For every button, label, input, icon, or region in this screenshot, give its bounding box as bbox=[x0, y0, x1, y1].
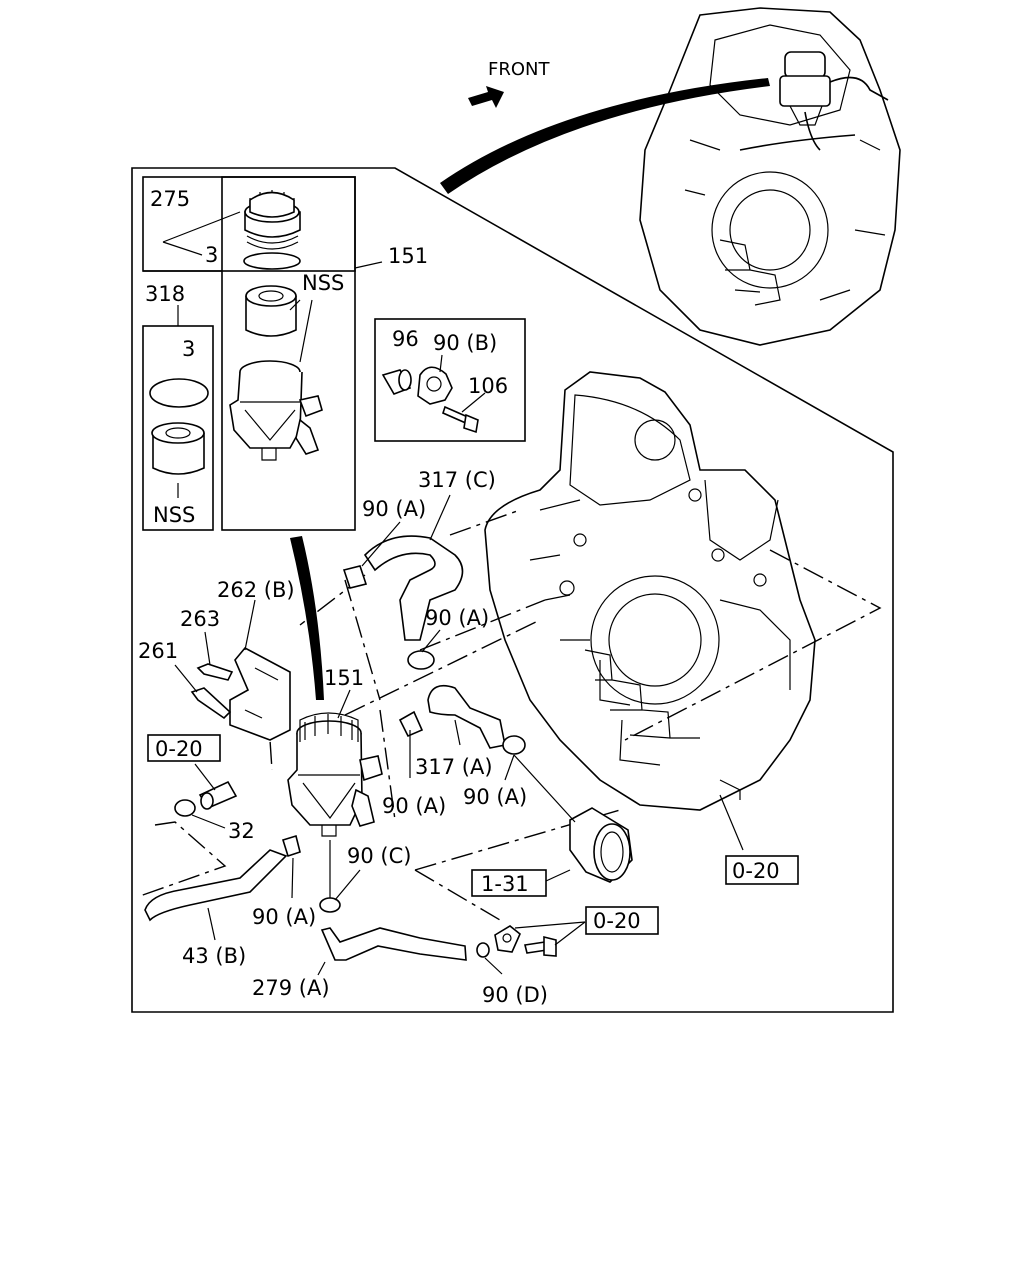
clamp-90a-mid-part bbox=[407, 650, 435, 670]
clamp-kit-box bbox=[374, 318, 526, 442]
label-90d: 90 (D) bbox=[482, 983, 548, 1007]
label-317a: 317 (A) bbox=[415, 755, 493, 779]
label-90c: 90 (C) bbox=[347, 844, 411, 868]
label-90a-2: 90 (A) bbox=[425, 606, 489, 630]
label-90a-5: 90 (A) bbox=[252, 905, 316, 929]
label-279a: 279 (A) bbox=[252, 976, 330, 1000]
view-arrow-mid bbox=[290, 536, 324, 700]
box-020-bottom bbox=[585, 906, 659, 935]
o-ring-3-left bbox=[149, 378, 209, 408]
box-020-right bbox=[725, 855, 799, 885]
label-3-top: 3 bbox=[205, 243, 218, 267]
label-90a-3: 90 (A) bbox=[382, 794, 446, 818]
box-131 bbox=[471, 869, 547, 897]
label-nss-left: NSS bbox=[153, 503, 195, 527]
label-263: 263 bbox=[180, 607, 220, 631]
label-020-right: 0-20 bbox=[732, 859, 780, 883]
front-label: FRONT bbox=[488, 59, 550, 80]
bracket-90b-part bbox=[417, 366, 453, 405]
label-106: 106 bbox=[468, 374, 508, 398]
bolt-106-part bbox=[442, 405, 479, 434]
label-318: 318 bbox=[145, 282, 185, 306]
bolt-261-part bbox=[190, 687, 232, 720]
cap-275-part bbox=[244, 190, 301, 250]
fitting-020-part bbox=[198, 780, 238, 810]
label-43b: 43 (B) bbox=[182, 944, 246, 968]
housing-151-part-top bbox=[229, 360, 323, 461]
label-96: 96 bbox=[392, 327, 419, 351]
label-90a-4: 90 (A) bbox=[463, 785, 527, 809]
label-131: 1-31 bbox=[481, 872, 529, 896]
engine-overview-illustration bbox=[639, 7, 901, 346]
view-arrow-top bbox=[440, 78, 770, 194]
housing-151-part-main bbox=[287, 712, 383, 837]
box-020-left bbox=[147, 734, 221, 762]
label-317c: 317 (C) bbox=[418, 468, 496, 492]
label-275: 275 bbox=[150, 187, 190, 211]
clamp-90a-right-part bbox=[502, 735, 526, 755]
filter-assembly-box bbox=[221, 176, 356, 531]
label-90a-1: 90 (A) bbox=[362, 497, 426, 521]
front-indicator: FRONT bbox=[468, 59, 550, 108]
label-020-left: 0-20 bbox=[155, 737, 203, 761]
bolt-bottom-part bbox=[524, 935, 557, 957]
clamp-90c-part bbox=[319, 897, 341, 913]
clamp-90a-lower-part bbox=[398, 710, 424, 738]
bracket-262b-part bbox=[229, 646, 291, 741]
adapter-131-part bbox=[569, 807, 633, 883]
hose-279a-part bbox=[320, 927, 467, 961]
clamp-32-part bbox=[174, 799, 196, 817]
label-3-left: 3 bbox=[182, 337, 195, 361]
hose-43b-part bbox=[144, 849, 288, 922]
fitting-bottom-part bbox=[494, 925, 521, 953]
clamp-90d-part bbox=[476, 942, 490, 958]
filter-element-part bbox=[245, 285, 297, 337]
bolt-263-part bbox=[196, 663, 234, 681]
label-020-bottom: 0-20 bbox=[593, 909, 641, 933]
label-151-mid: 151 bbox=[324, 666, 364, 690]
label-151-top: 151 bbox=[388, 244, 428, 268]
hose-317a-part bbox=[427, 684, 506, 749]
main-frame bbox=[131, 167, 894, 1013]
clamp-90a-bottom-part bbox=[281, 834, 301, 858]
clamp-90a-top-part bbox=[342, 565, 368, 589]
front-arrow-icon bbox=[468, 86, 504, 108]
label-90b: 90 (B) bbox=[433, 331, 497, 355]
spacer-96-part bbox=[381, 369, 412, 395]
o-ring-3-top bbox=[243, 252, 301, 270]
label-261: 261 bbox=[138, 639, 178, 663]
label-32: 32 bbox=[228, 819, 255, 843]
label-nss-top: NSS bbox=[302, 271, 344, 295]
label-262b: 262 (B) bbox=[217, 578, 295, 602]
hose-317c-part bbox=[363, 535, 464, 641]
flywheel-housing-illustration bbox=[484, 371, 816, 811]
seal-element-part bbox=[151, 422, 205, 475]
